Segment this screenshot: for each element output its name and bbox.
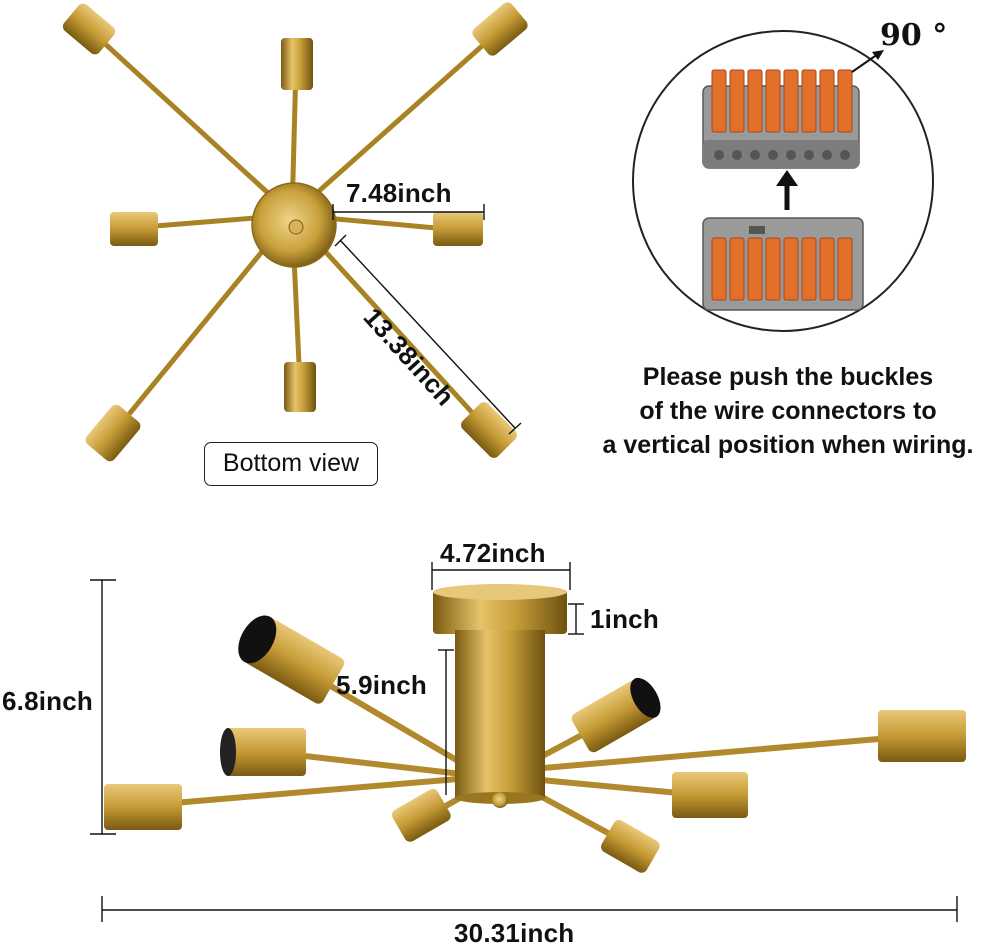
side-view-stem [455,630,545,798]
side-view-dimension-lines [90,562,958,922]
connector-levers-raised [702,69,860,169]
rotation-angle-label: 90 ° [880,18,948,53]
wiring-instruction: Please push the buckles of the wire conn… [584,360,992,462]
dim-center-to-socket-label: 7.48inch [346,178,452,208]
arrow-up-icon [776,170,798,210]
dim-canopy-width-label: 4.72inch [440,538,546,568]
side-view-sockets [104,615,966,873]
bottom-view-dimension-lines [332,204,522,435]
wiring-instruction-line: Please push the buckles [642,363,934,391]
dim-canopy-height-label: 1inch [590,604,659,634]
connector-detail [632,30,934,332]
bottom-view-fixture [62,2,528,462]
connector-levers-flat [702,217,864,311]
dim-stem-height-label: 5.9inch [336,670,427,700]
dim-total-height-label: 6.8inch [2,686,93,716]
side-view-fixture [104,584,966,873]
bottom-view-label: Bottom view [204,442,378,486]
side-view-canopy [433,590,567,634]
bottom-view-sockets [62,2,528,462]
rotation-arrow-icon [851,50,884,73]
wiring-instruction-line: of the wire connectors to [639,397,937,425]
wiring-instruction-line: a vertical position when wiring. [602,431,974,459]
dim-total-width-label: 30.31inch [454,918,575,948]
